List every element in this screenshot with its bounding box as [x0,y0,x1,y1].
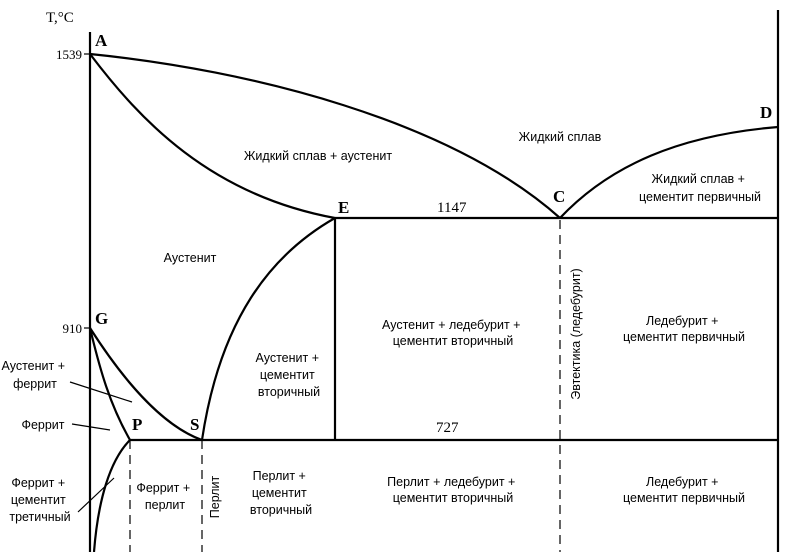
line-2: перлит [145,498,186,512]
line-1: Аустенит + ледебурит + [382,318,520,332]
tick-910: 910 [63,321,83,336]
region-austenite-ledeburite-cementite2: Аустенит + ледебурит + цементит вторичны… [382,318,524,348]
point-c: C [553,187,565,206]
temp-1147: 1147 [437,200,467,216]
point-d: D [760,103,772,122]
line-2: цементит первичный [623,491,745,505]
region-ferrite: Феррит [21,418,64,432]
region-austenite-ferrite: Аустенит + феррит [2,359,69,391]
line-3: вторичный [258,385,320,399]
region-pearlite-ledeburite-cementite2: Перлит + ледебурит + цементит вторичный [387,475,519,505]
line-1: Жидкий сплав + [652,172,745,186]
region-austenite: Аустенит [164,251,217,265]
tick-1539: 1539 [56,47,82,62]
line-1: Аустенит + [256,351,319,365]
line-2: цементит [11,493,66,507]
line-2: цементит вторичный [393,491,514,505]
region-ledeburite-cementite1-upper: Ледебурит + цементит первичный [623,314,745,344]
line-2: цементит первичный [639,190,761,204]
region-liquid: Жидкий сплав [519,130,602,144]
liquidus-cd [559,125,779,219]
region-austenite-cementite2: Аустенит + цементит вторичный [256,351,323,399]
liquidus-ac [89,52,561,219]
line-es [200,217,336,441]
line-2: цементит вторичный [393,334,514,348]
line-1: Перлит + [253,469,306,483]
line-1: Ледебурит + [646,475,718,489]
region-liquid-austenite: Жидкий сплав + аустенит [244,149,392,163]
line-2: феррит [13,377,57,391]
line-1: Феррит + [11,476,65,490]
leader-austenite-ferrite [69,381,133,403]
line-pq [92,439,131,552]
leader-ferrite [71,423,111,431]
line-2: цементит первичный [623,330,745,344]
line-2: цементит [252,486,307,500]
y-axis-label: T,°C [46,10,74,26]
leader-ferrite-cementite3 [77,477,115,513]
point-s: S [190,415,199,434]
line-1: Аустенит + [2,359,65,373]
point-e: E [338,198,349,217]
region-ferrite-cementite3: Феррит + цементит третичный [9,476,70,524]
solidus-ae [89,53,336,220]
line-3: вторичный [250,503,312,517]
region-ledeburite-cementite1-lower: Ледебурит + цементит первичный [623,475,745,505]
line-gs [89,327,203,442]
temp-727: 727 [436,420,459,436]
line-1: Ледебурит + [646,314,718,328]
region-liquid-cementite: Жидкий сплав + цементит первичный [639,172,761,204]
region-ferrite-pearlite: Феррит + перлит [136,481,193,512]
point-p: P [132,415,142,434]
line-3: третичный [9,510,70,524]
region-eutectic: Эвтектика (ледебурит) [569,268,583,399]
line-2: цементит [260,368,315,382]
line-1: Феррит + [136,481,190,495]
point-g: G [95,309,108,328]
point-a: A [95,31,108,50]
line-gp [88,327,131,441]
region-pearlite-cementite2: Перлит + цементит вторичный [250,469,312,517]
line-1: Перлит + ледебурит + [387,475,515,489]
region-pearlite: Перлит [208,475,222,518]
